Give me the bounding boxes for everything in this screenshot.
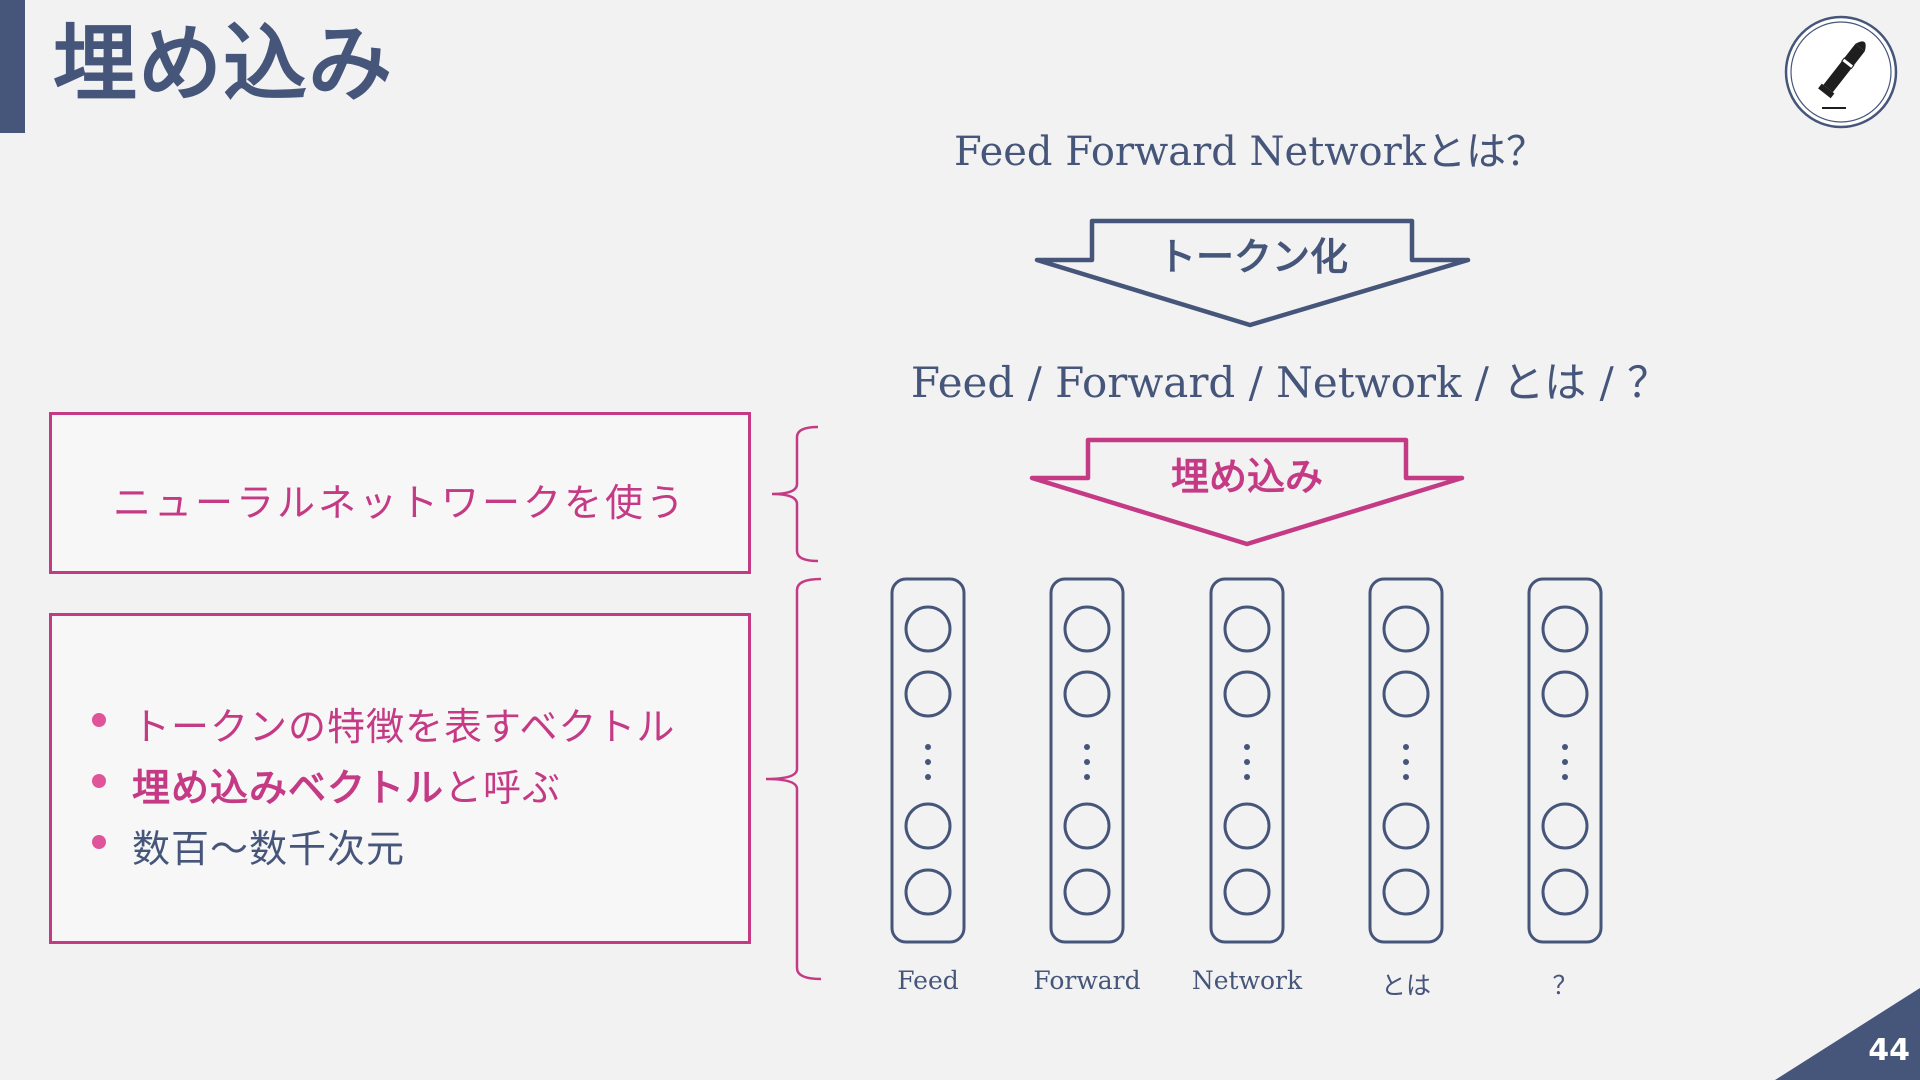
vector-unit xyxy=(1382,802,1430,850)
ellipsis-dot xyxy=(1403,759,1409,765)
vector-unit xyxy=(1063,605,1111,653)
vector-frame xyxy=(1368,577,1444,944)
vector-frame xyxy=(1049,577,1125,944)
ellipsis-dot xyxy=(1084,774,1090,780)
embedding-notes-box: トークンの特徴を表すベクトル 埋め込みベクトルと呼ぶ 数百～数千次元 xyxy=(49,613,751,944)
vector-unit xyxy=(1382,868,1430,916)
vector-unit xyxy=(1541,802,1589,850)
vector-unit xyxy=(904,605,952,653)
vector-unit xyxy=(1223,868,1271,916)
embed-label: 埋め込み xyxy=(1170,455,1323,499)
page-number: 44 xyxy=(1868,1033,1910,1068)
token-label: Forward xyxy=(1033,966,1141,995)
vector-unit xyxy=(904,868,952,916)
vector-frame xyxy=(1527,577,1603,944)
ellipsis-dot xyxy=(1403,744,1409,750)
ellipsis-dot xyxy=(1084,759,1090,765)
vector-unit xyxy=(1541,868,1589,916)
ellipsis-dot xyxy=(1244,744,1250,750)
vector-unit xyxy=(1063,868,1111,916)
tokenize-arrow xyxy=(1034,218,1471,328)
embed-arrow xyxy=(1029,437,1465,547)
bullet-list: トークンの特徴を表すベクトル 埋め込みベクトルと呼ぶ 数百～数千次元 xyxy=(90,696,675,879)
neural-network-text: ニューラルネットワークを使う xyxy=(112,481,687,525)
vector-unit xyxy=(1223,802,1271,850)
ellipsis-dot xyxy=(925,774,931,780)
embedding-vector xyxy=(1527,577,1603,944)
token-label: Feed xyxy=(897,966,959,995)
bullet-item: トークンの特徴を表すベクトル xyxy=(90,696,675,757)
vector-frame xyxy=(890,577,966,944)
vector-unit xyxy=(1382,605,1430,653)
bullet-item-rest: と呼ぶ xyxy=(444,766,562,810)
brace-lower xyxy=(765,577,822,981)
ellipsis-dot xyxy=(1403,774,1409,780)
vector-unit xyxy=(1223,670,1271,718)
vector-unit xyxy=(1223,605,1271,653)
bullet-item: 数百～数千次元 xyxy=(90,818,675,879)
slide-title: 埋め込み xyxy=(53,15,394,113)
vector-unit xyxy=(1382,670,1430,718)
embedding-vector xyxy=(1209,577,1285,944)
token-label: ？ xyxy=(1552,971,1578,1000)
ellipsis-dot xyxy=(1562,744,1568,750)
embedding-vector xyxy=(1368,577,1444,944)
token-label: とは xyxy=(1380,971,1431,1000)
vector-unit xyxy=(904,802,952,850)
ellipsis-dot xyxy=(1244,759,1250,765)
ellipsis-dot xyxy=(925,759,931,765)
vector-unit xyxy=(1541,605,1589,653)
embedding-vector-term: 埋め込みベクトル xyxy=(132,766,445,810)
embedding-vector xyxy=(1049,577,1125,944)
vector-unit xyxy=(1063,802,1111,850)
bullet-icon xyxy=(1784,15,1898,129)
vector-unit xyxy=(1063,670,1111,718)
bullet-item: 埋め込みベクトルと呼ぶ xyxy=(90,757,675,818)
vector-unit xyxy=(1541,670,1589,718)
vector-frame xyxy=(1209,577,1285,944)
brace-upper xyxy=(771,425,819,563)
page-corner xyxy=(1775,988,1920,1080)
vector-unit xyxy=(904,670,952,718)
embedding-vectors xyxy=(890,577,1603,944)
ellipsis-dot xyxy=(1562,774,1568,780)
token-label: Network xyxy=(1191,966,1303,995)
title-accent-bar xyxy=(0,0,25,133)
ellipsis-dot xyxy=(1562,759,1568,765)
tokenize-label: トークン化 xyxy=(1157,235,1348,279)
question-heading: Feed Forward Networkとは？ xyxy=(954,129,1546,175)
ellipsis-dot xyxy=(925,744,931,750)
embedding-vector xyxy=(890,577,966,944)
ellipsis-dot xyxy=(1244,774,1250,780)
tokenized-text: Feed / Forward / Network / とは / ？ xyxy=(910,358,1670,407)
ellipsis-dot xyxy=(1084,744,1090,750)
neural-network-box: ニューラルネットワークを使う xyxy=(49,412,751,574)
